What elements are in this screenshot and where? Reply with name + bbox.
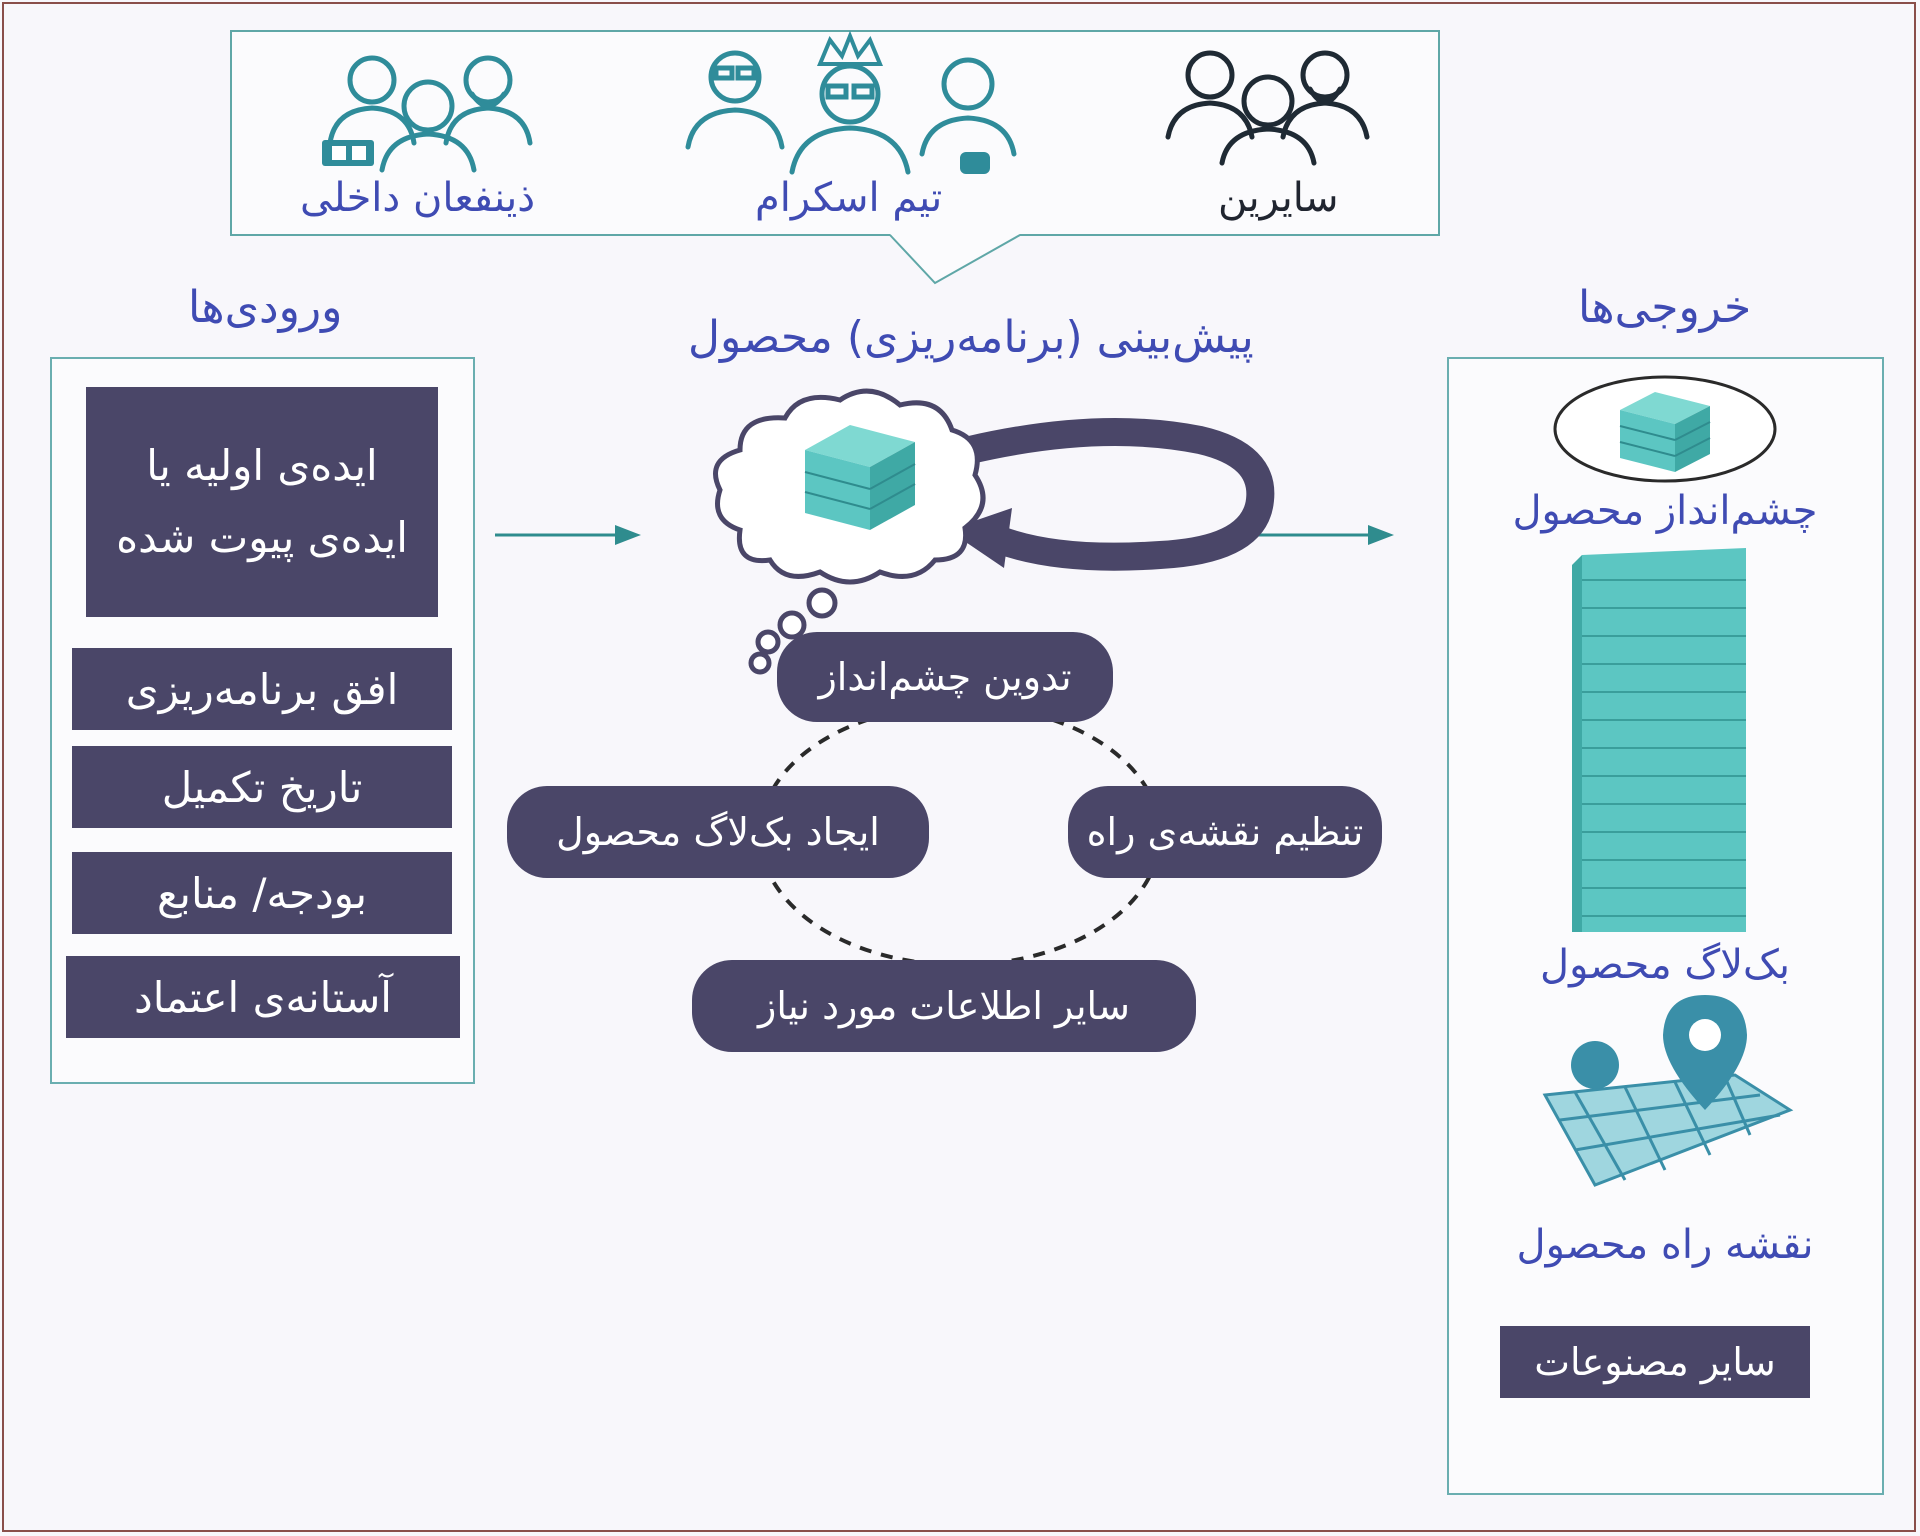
cloud-stack-icon — [804, 425, 916, 530]
initial-idea-line1: ایده‌ی اولیه یا — [146, 441, 378, 490]
input-budget-resources: بودجه/ منابع — [72, 852, 452, 934]
map-pin-icon — [1542, 995, 1794, 1187]
step-backlog: ایجاد بک‌لاگ محصول — [507, 786, 929, 878]
scrum-team-icon — [685, 30, 1017, 175]
output-vision-label: چشم‌انداز محصول — [1512, 488, 1818, 534]
arrow-center-to-outputs — [1248, 525, 1394, 545]
arrow-inputs-to-center — [495, 525, 641, 545]
scrum-team-label: تیم اسکرام — [755, 175, 943, 221]
initial-idea-line2: ایده‌ی پیوت شده — [116, 513, 408, 562]
step-vision: تدوین چشم‌انداز — [777, 632, 1113, 722]
step-roadmap: تنظیم نقشه‌ی راه — [1068, 786, 1382, 878]
internal-stakeholders-label: ذینفعان داخلی — [300, 175, 536, 221]
backlog-stack-icon — [1572, 548, 1746, 932]
outputs-title: خروجی‌ها — [1578, 282, 1752, 333]
input-confidence-threshold: آستانه‌ی اعتماد — [66, 956, 460, 1038]
inputs-title: ورودی‌ها — [188, 282, 343, 333]
step-other-info: سایر اطلاعات مورد نیاز — [692, 960, 1196, 1052]
loop-arrow-icon — [966, 418, 1275, 571]
output-backlog-label: بک‌لاگ محصول — [1540, 942, 1790, 988]
input-planning-horizon: افق برنامه‌ریزی — [72, 648, 452, 730]
center-title: پیش‌بینی (برنامه‌ریزی) محصول — [688, 312, 1254, 363]
input-completion-date: تاریخ تکمیل — [72, 746, 452, 828]
vision-stack-icon — [1553, 375, 1777, 483]
others-label: سایرین — [1218, 175, 1339, 221]
output-other-artifacts: سایر مصنوعات — [1500, 1326, 1810, 1398]
thought-loop-graphic — [713, 388, 1275, 675]
output-roadmap-label: نقشه راه محصول — [1516, 1222, 1814, 1268]
others-icon — [1165, 50, 1370, 166]
initial-idea-box: ایده‌ی اولیه یا ایده‌ی پیوت شده — [86, 387, 438, 617]
internal-stakeholders-icon — [322, 55, 533, 173]
